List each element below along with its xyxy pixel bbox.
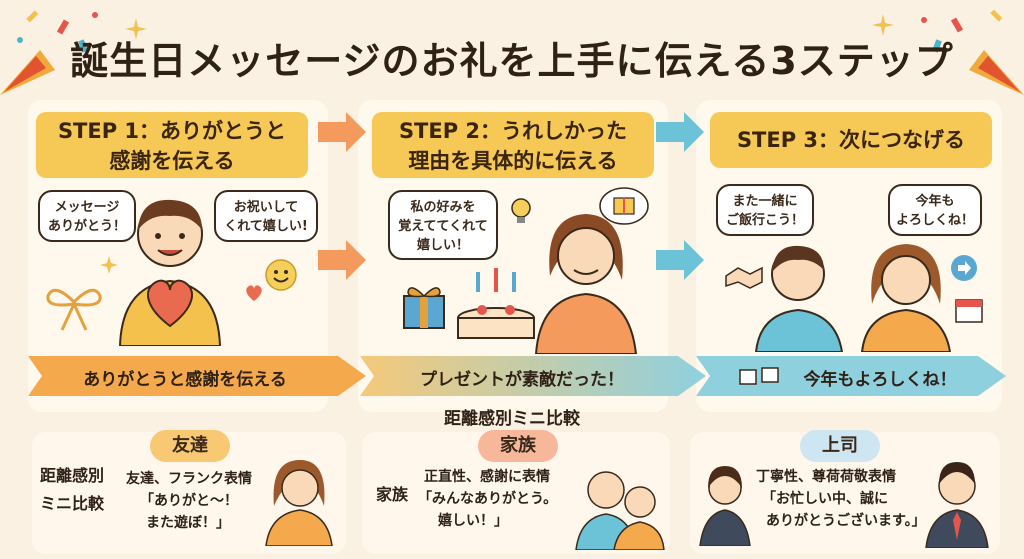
tag-friend: 友達	[150, 430, 230, 462]
person-illustration	[925, 462, 989, 548]
arrow-icon	[656, 240, 704, 280]
arrow-icon	[318, 112, 366, 152]
page-title: 誕生日メッセージのお礼を上手に伝える3ステップ	[70, 39, 954, 83]
calendar-icon	[955, 299, 983, 323]
person-illustration	[860, 244, 952, 352]
side-label: 距離感別 ミニ比較	[40, 462, 104, 518]
heart-icon	[246, 285, 262, 301]
thought-gift-icon	[599, 187, 649, 225]
comparison-heading: 距離感別ミニ比較	[444, 409, 580, 429]
party-popper-icon	[921, 9, 1024, 95]
family-side-label: 家族	[376, 485, 409, 504]
smile-icon	[265, 259, 297, 291]
friend-text: 友達、フランク表情 「ありがと〜！ また遊ぼ！」	[126, 468, 252, 534]
sparkle-icon	[125, 18, 147, 40]
family-line3: 嬉しい！」	[438, 513, 508, 529]
coffee-icon	[739, 367, 779, 385]
side-label-line1: 距離感別	[40, 466, 105, 485]
step3-title-line1: STEP 3：次につなげる	[736, 128, 966, 152]
arrow-icon	[318, 240, 366, 280]
step3-title: STEP 3：次につなげる	[710, 112, 992, 168]
step3-bubble-1: また一緒に ご飯行こう！	[716, 184, 814, 236]
friend-line3: また遊ぼ！」	[146, 515, 230, 531]
person-illustration	[699, 466, 751, 546]
step1-banner: ありがとうと感謝を伝える	[83, 370, 287, 390]
sparkle-icon	[872, 14, 894, 36]
step2-title: STEP 2：うれしかった 理由を具体的に伝える	[372, 112, 654, 178]
step3-bubble-2: 今年も よろしくね！	[888, 184, 982, 236]
friend-line2: 「ありがと〜！	[140, 493, 238, 509]
ribbon-icon	[46, 288, 102, 331]
step3-banner: 今年もよろしくね！	[803, 370, 957, 390]
side-label-line2: ミニ比較	[40, 494, 105, 513]
family-line1: 正直性、感謝に表情	[424, 469, 550, 485]
arrow-circle-icon	[951, 255, 977, 281]
handshake-icon	[725, 266, 763, 289]
boss-text: 丁寧性、尊荷荷敬表情 「お忙しい中、誠に ありがとうございます。」	[756, 466, 926, 532]
gift-icon	[403, 287, 445, 329]
person-illustration	[754, 245, 844, 352]
step1-bubble-1: メッセージ ありがとう！	[38, 190, 136, 242]
sparkle-icon	[100, 256, 118, 274]
step2-banner-shape	[360, 356, 706, 396]
family-text: 正直性、感謝に表情 「みんなありがとう。 嬉しい！」	[418, 466, 557, 532]
arrow-icon	[656, 112, 704, 152]
family-line2: 「みんなありがとう。	[418, 491, 558, 507]
step1-title-line2: 感謝を伝える	[109, 149, 235, 173]
boss-line3: ありがとうございます。」	[766, 513, 926, 529]
heart-icon	[147, 279, 193, 328]
step2-title-line2: 理由を具体的に伝える	[408, 149, 618, 173]
family-illustration	[575, 471, 665, 550]
step2-title-line1: STEP 2：うれしかった	[398, 119, 628, 143]
step1-title-line1: STEP 1：ありがとうと	[57, 119, 287, 143]
step2-banner: プレゼントが素敵だった！	[420, 370, 624, 390]
step1-title: STEP 1：ありがとうと 感謝を伝える	[36, 112, 308, 178]
person-illustration	[534, 214, 638, 354]
tag-boss: 上司	[800, 430, 880, 462]
cake-icon	[457, 268, 535, 339]
boss-line1: 丁寧性、尊荷荷敬表情	[756, 469, 896, 485]
step1-bubble-2: お祝いして くれて嬉しい!	[214, 190, 318, 242]
friend-line1: 友達、フランク表情	[126, 471, 252, 487]
person-illustration	[265, 460, 333, 546]
tag-family: 家族	[478, 430, 558, 462]
step1-banner-shape	[28, 356, 366, 396]
step3-banner-shape	[696, 356, 1006, 396]
lightbulb-icon	[511, 198, 531, 223]
boss-line2: 「お忙しい中、誠に	[762, 491, 888, 507]
party-popper-icon	[0, 10, 98, 95]
step2-bubble-1: 私の好みを 覚えててくれて 嬉しい！	[388, 190, 498, 260]
